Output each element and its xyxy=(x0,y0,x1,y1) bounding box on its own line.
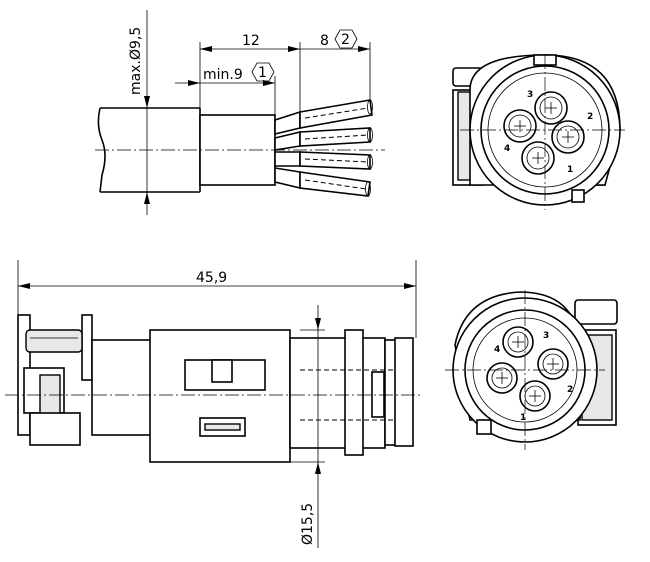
pin-label-top-1: 2 xyxy=(587,112,593,122)
pin-label-top-3: 4 xyxy=(504,144,510,154)
pin-label-bottom-0: 4 xyxy=(494,345,500,355)
wire-bundle xyxy=(274,99,373,197)
pin-group-bottom xyxy=(486,326,569,412)
pin-label-bottom-2: 2 xyxy=(567,385,573,395)
pin-label-bottom-3: 1 xyxy=(520,413,526,423)
note-1-label: 1 xyxy=(258,65,267,81)
overall-length-label: 45,9 xyxy=(196,270,227,286)
max-diameter-label: max.Ø9,5 xyxy=(128,27,144,95)
front-view-top: 3 2 1 4 xyxy=(452,54,625,210)
note-2-marker xyxy=(334,29,358,49)
length-8-label: 8 xyxy=(320,33,329,49)
side-view: 45,9 Ø15,5 xyxy=(5,260,420,548)
cable-break-line xyxy=(97,107,106,193)
pin-label-bottom-1: 3 xyxy=(543,331,549,341)
front-view-bottom: 4 3 2 1 xyxy=(445,290,618,450)
note-2-label: 2 xyxy=(341,32,350,48)
cable-stripping-view: max.Ø9,5 12 8 2 min.9 1 xyxy=(95,10,385,215)
pin-group-top xyxy=(503,91,585,175)
pin-label-top-2: 1 xyxy=(567,165,573,175)
pin-label-top-0: 3 xyxy=(527,90,533,100)
length-12-label: 12 xyxy=(242,33,260,49)
body-diameter-label: Ø15,5 xyxy=(300,503,316,545)
note-1-marker xyxy=(251,62,275,82)
min-9-label: min.9 xyxy=(203,67,243,83)
